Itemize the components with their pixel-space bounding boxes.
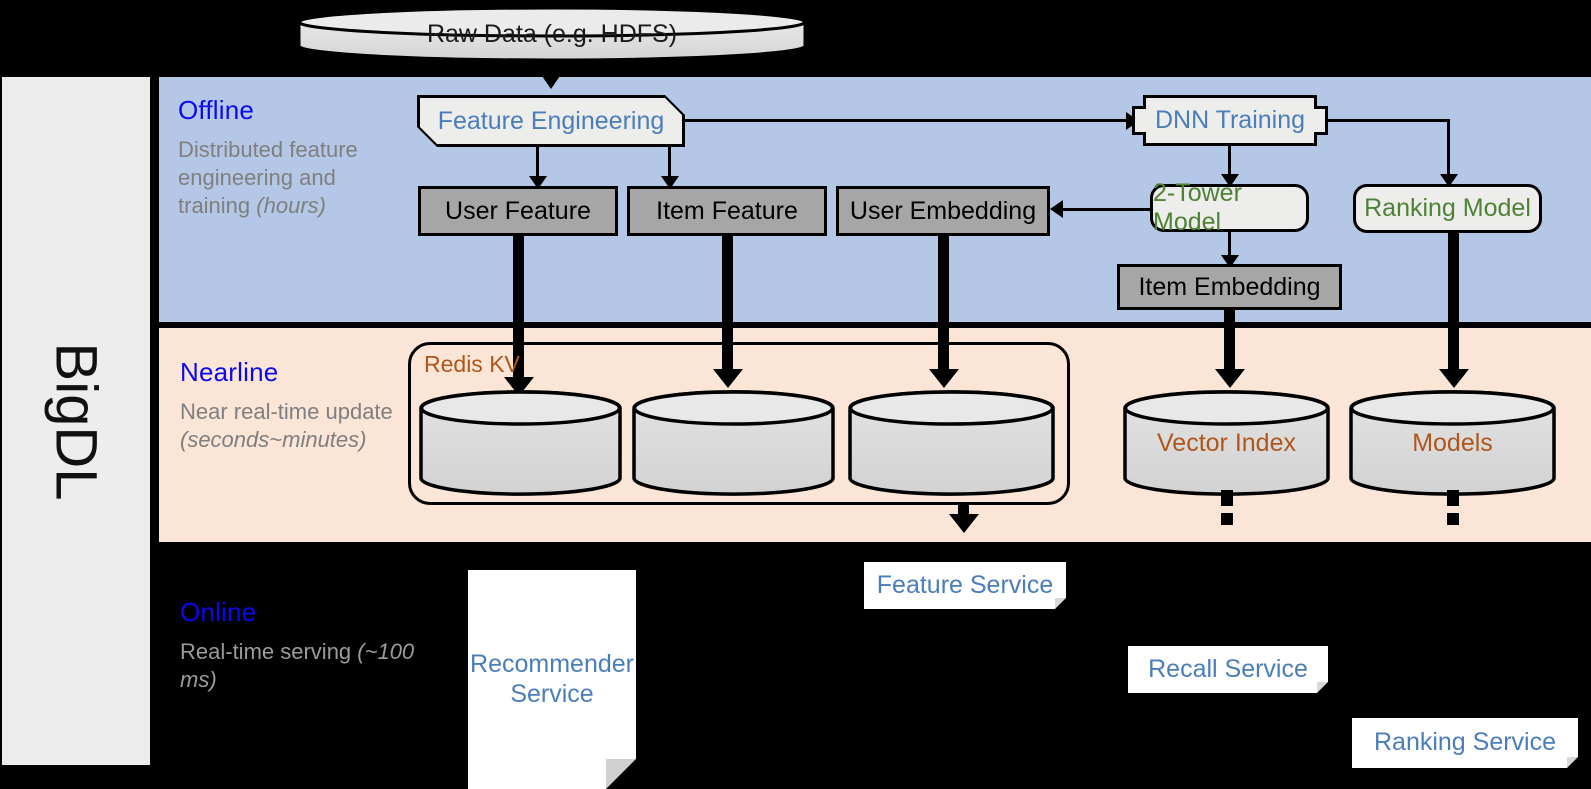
pipe-vectorindex-dash-1 [1221,490,1233,506]
arrow-dnn-to-twotower-line [1228,146,1231,179]
offline-caption: Offline Distributed feature engineering … [178,95,408,220]
online-description: Real-time serving (~100 ms) [180,638,420,694]
arrow-dnn-to-twotower-head [1221,174,1239,187]
item-embedding-node[interactable]: Item Embedding [1117,264,1342,310]
redis-kv-label: Redis KV [424,351,520,377]
raw-data-cylinder: Raw Data (e.g. HDFS) [296,5,808,63]
arrow-fe-to-userfeature-head [529,176,547,189]
feature-engineering-label-wrap: Feature Engineering [420,98,682,144]
ranking-model-node[interactable]: Ranking Model [1353,184,1542,233]
recall-service-label: Recall Service [1148,654,1308,683]
pipe-itemembedding-to-vectorindex [1224,310,1235,378]
offline-title: Offline [178,95,255,125]
arrow-twotower-to-itemembed-line [1228,232,1231,260]
dnn-training-label-wrap: DNN Training [1135,98,1325,143]
document-fold-icon [1055,598,1066,609]
two-tower-model-node[interactable]: 2-Tower Model [1150,179,1309,236]
item-embedding-label: Item Embedding [1138,272,1321,301]
offline-desc-plain: Distributed feature engineering and trai… [178,137,358,219]
online-desc-italic: (~100 ms) [180,639,415,693]
redis-store-1[interactable] [418,390,623,496]
pipe-rankingmodel-arrowhead [1439,369,1469,388]
user-embedding-label: User Embedding [849,196,1037,225]
arrow-dnn-to-ranking-h [1328,119,1450,122]
models-cylinder[interactable]: Models [1348,390,1557,496]
bigdl-sidebar: BigDL [2,77,150,765]
pipe-userfeature-to-store1 [513,236,524,386]
nearline-caption: Nearline Near real-time update (seconds~… [180,357,420,454]
arrow-dnn-to-ranking-head [1440,174,1458,187]
feature-service-label: Feature Service [876,570,1054,599]
user-feature-label: User Feature [445,196,591,225]
feature-engineering-node[interactable]: Feature Engineering [417,95,685,147]
pipe-rankingmodel-to-models [1448,233,1459,378]
arrow-twotower-to-userembed-line [1063,208,1152,211]
nearline-desc-italic: (seconds~minutes) [180,427,367,453]
pipe-models-dash-1 [1447,490,1459,506]
sidebar-label-text: BigDL [43,342,109,500]
pipe-itemfeature-arrowhead [713,369,743,388]
ranking-service-label: Ranking Service [1373,728,1557,757]
feature-service-node[interactable]: Feature Service [864,562,1066,609]
item-feature-node[interactable]: Item Feature [627,186,827,236]
document-fold-icon [1317,682,1328,693]
nearline-title: Nearline [180,357,279,387]
feature-engineering-label: Feature Engineering [437,106,665,135]
pipe-userembedding-arrowhead [929,369,959,388]
redis-kv-container [408,342,1070,505]
user-embedding-node[interactable]: User Embedding [836,186,1050,236]
arrow-fe-to-itemfeature-line [668,147,671,179]
two-tower-model-label: 2-Tower Model [1153,179,1242,236]
pipe-itemfeature-to-store2 [722,236,733,378]
arrow-twotower-to-userembed-head [1050,200,1063,218]
pipe-vectorindex-dash-2 [1221,513,1233,525]
redis-store-2[interactable] [631,390,836,496]
ranking-model-label: Ranking Model [1364,194,1531,222]
arrow-fe-to-dnn-line [685,119,1128,122]
redis-store-3[interactable] [847,390,1056,496]
pipe-models-dash-2 [1447,513,1459,525]
recommender-service-label: Recommender Service [470,650,634,708]
pipe-redis-to-featureservice-arrowhead [949,514,979,533]
ranking-service-node[interactable]: Ranking Service [1352,718,1578,768]
dnn-training-node[interactable]: DNN Training [1132,95,1328,146]
document-fold-icon [1567,757,1578,768]
nearline-description: Near real-time update (seconds~minutes) [180,398,420,454]
pipe-userembedding-to-store3 [938,236,949,378]
recommender-service-node[interactable]: Recommender Service [468,570,636,789]
arrow-dnn-to-ranking-v [1447,119,1450,179]
online-caption: Online Real-time serving (~100 ms) [180,597,420,694]
offline-description: Distributed feature engineering and trai… [178,136,408,220]
user-feature-node[interactable]: User Feature [418,186,618,236]
recall-service-node[interactable]: Recall Service [1128,646,1328,693]
pipe-redis-to-featureservice [958,505,969,517]
arrow-raw-to-fe-line [549,60,552,80]
document-fold-icon [606,759,636,789]
offline-desc-italic: (hours) [256,193,326,219]
online-title: Online [180,597,257,627]
arrow-fe-to-itemfeature-head [661,176,679,189]
pipe-itemembedding-arrowhead [1215,369,1245,388]
item-feature-label: Item Feature [656,196,798,225]
dnn-training-label: DNN Training [1154,106,1306,134]
arrow-raw-to-fe-head [542,76,560,89]
nearline-desc-plain: Near real-time update [180,399,393,424]
online-desc-plain: Real-time serving [180,639,358,664]
arrow-fe-to-userfeature-line [536,147,539,179]
bigdl-logo-text: BigDL [2,77,150,765]
vector-index-cylinder[interactable]: Vector Index [1122,390,1331,496]
